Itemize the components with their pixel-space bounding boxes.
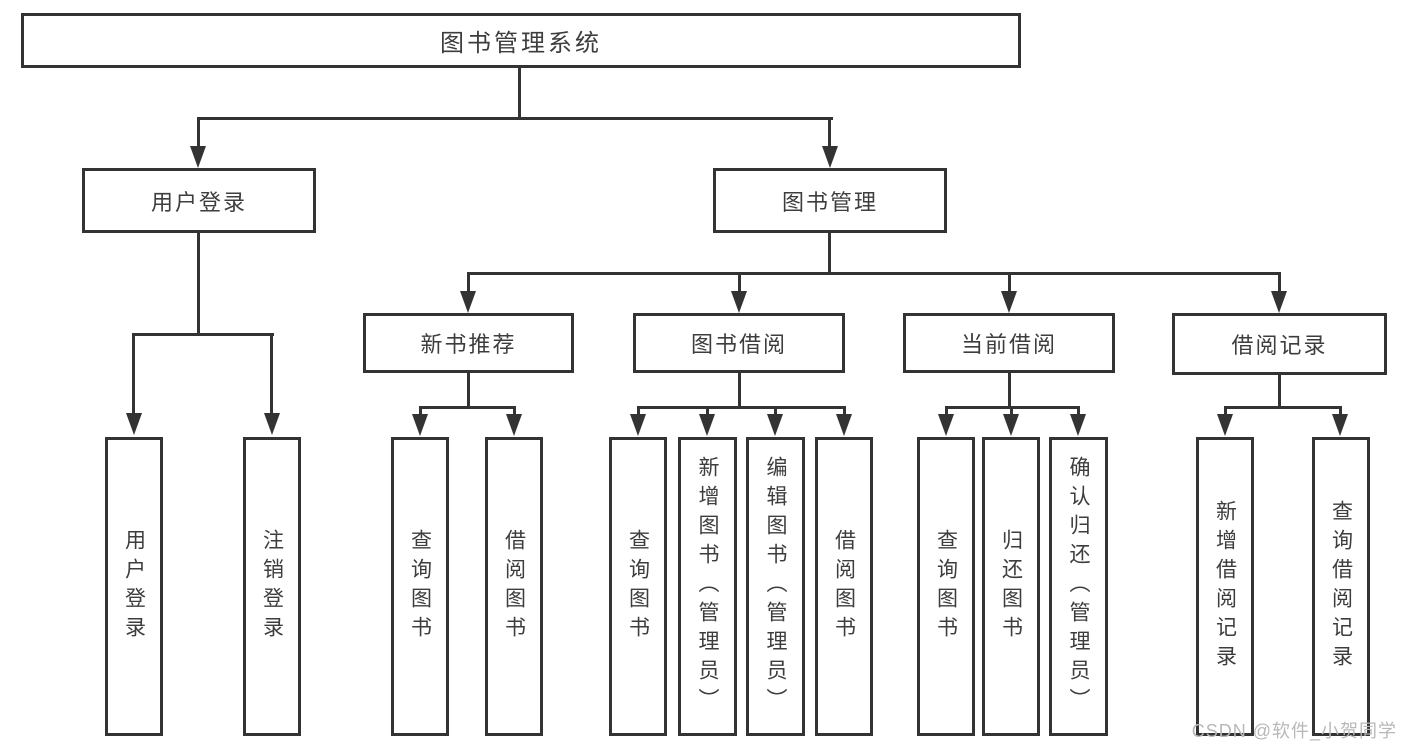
- arrow-down-icon: [190, 146, 206, 168]
- node-label: 新增图书（管理员）: [696, 456, 719, 717]
- connector-stem: [828, 117, 831, 147]
- node-leaf-logout: 注销登录: [243, 437, 301, 736]
- node-label: 借阅记录: [1231, 333, 1328, 358]
- arrow-down-icon: [1271, 291, 1287, 313]
- arrow-down-icon: [126, 413, 142, 435]
- node-label: 新增借阅记录: [1213, 499, 1237, 674]
- node-label: 图书管理: [781, 189, 878, 215]
- node-label: 归还图书: [999, 528, 1023, 645]
- node-label: 编辑图书（管理员）: [764, 456, 787, 717]
- node-leaf-nbr-borrow-books: 借阅图书: [485, 437, 543, 736]
- node-leaf-cb-return-books: 归还图书: [982, 437, 1040, 736]
- connector-br-rail: [1224, 406, 1342, 409]
- connector-stem: [270, 333, 273, 413]
- arrow-down-icon: [938, 414, 954, 436]
- node-leaf-bb-borrow-books: 借阅图书: [815, 437, 873, 736]
- arrow-down-icon: [1001, 291, 1017, 313]
- connector-bb-drop: [738, 373, 741, 409]
- connector-br-drop: [1278, 375, 1281, 409]
- arrow-down-icon: [1332, 414, 1348, 436]
- node-label: 查询图书: [626, 528, 650, 645]
- connector-stem: [945, 406, 948, 416]
- csdn-watermark: CSDN @软件_小贺同学: [1191, 721, 1397, 741]
- connector-stem: [513, 406, 516, 416]
- node-leaf-cb-confirm-return-admin: 确认归还（管理员）: [1049, 437, 1108, 736]
- node-label: 用户登录: [122, 528, 146, 645]
- arrow-down-icon: [731, 291, 747, 313]
- arrow-down-icon: [460, 291, 476, 313]
- arrow-down-icon: [412, 414, 428, 436]
- connector-userlogin-drop: [197, 233, 200, 335]
- connector-stem: [1010, 406, 1013, 416]
- connector-nbr-rail: [419, 406, 516, 409]
- node-leaf-br-add-record: 新增借阅记录: [1196, 437, 1254, 736]
- connector-stem: [774, 406, 777, 416]
- connector-bookmgmt-drop: [828, 233, 831, 275]
- connector-stem: [132, 333, 135, 413]
- connector-stem: [467, 272, 470, 292]
- node-label: 查询图书: [934, 528, 958, 645]
- node-book-management: 图书管理: [713, 168, 947, 233]
- node-user-login: 用户登录: [82, 168, 316, 233]
- node-book-borrowing: 图书借阅: [633, 313, 845, 373]
- node-leaf-br-query-record: 查询借阅记录: [1312, 437, 1370, 736]
- arrow-down-icon: [1003, 414, 1019, 436]
- node-leaf-user-login: 用户登录: [105, 437, 163, 736]
- node-label: 新书推荐: [420, 332, 517, 357]
- connector-root-rail: [197, 117, 833, 120]
- node-leaf-nbr-query-books: 查询图书: [391, 437, 449, 736]
- node-label: 图书借阅: [690, 332, 787, 357]
- connector-bookmgmt-rail: [467, 272, 1281, 275]
- node-leaf-bb-query-books: 查询图书: [609, 437, 667, 736]
- connector-nbr-drop: [467, 373, 470, 409]
- node-leaf-bb-edit-book-admin: 编辑图书（管理员）: [746, 437, 805, 736]
- node-label: 借阅图书: [502, 528, 526, 645]
- connector-userlogin-rail: [132, 333, 274, 336]
- connector-stem: [419, 406, 422, 416]
- connector-stem: [843, 406, 846, 416]
- connector-stem: [1278, 272, 1281, 292]
- connector-stem: [637, 406, 640, 416]
- arrow-down-icon: [822, 146, 838, 168]
- node-new-book-recommend: 新书推荐: [363, 313, 574, 373]
- node-label: 查询借阅记录: [1329, 499, 1353, 674]
- connector-stem: [706, 406, 709, 416]
- node-leaf-cb-query-books: 查询图书: [917, 437, 975, 736]
- connector-root-drop: [518, 68, 521, 119]
- connector-stem: [197, 117, 200, 147]
- node-label: 当前借阅: [960, 332, 1057, 357]
- node-label: 确认归还（管理员）: [1067, 456, 1090, 717]
- connector-cb-drop: [1008, 373, 1011, 409]
- node-system-root: 图书管理系统: [21, 13, 1021, 68]
- connector-stem: [1224, 406, 1227, 416]
- node-borrowing-records: 借阅记录: [1172, 313, 1387, 375]
- arrow-down-icon: [264, 413, 280, 435]
- arrow-down-icon: [506, 414, 522, 436]
- node-current-borrowing: 当前借阅: [903, 313, 1115, 373]
- arrow-down-icon: [630, 414, 646, 436]
- node-label: 借阅图书: [832, 528, 856, 645]
- node-label: 注销登录: [260, 528, 284, 645]
- connector-stem: [1008, 272, 1011, 292]
- connector-stem: [1339, 406, 1342, 416]
- node-leaf-bb-add-book-admin: 新增图书（管理员）: [678, 437, 737, 736]
- arrow-down-icon: [767, 414, 783, 436]
- arrow-down-icon: [1070, 414, 1086, 436]
- connector-stem: [738, 272, 741, 292]
- connector-stem: [1077, 406, 1080, 416]
- node-label: 用户登录: [150, 189, 247, 215]
- node-label: 查询图书: [408, 528, 432, 645]
- arrow-down-icon: [836, 414, 852, 436]
- node-label: 图书管理系统: [440, 30, 602, 57]
- arrow-down-icon: [699, 414, 715, 436]
- arrow-down-icon: [1217, 414, 1233, 436]
- connector-bb-rail: [637, 406, 845, 409]
